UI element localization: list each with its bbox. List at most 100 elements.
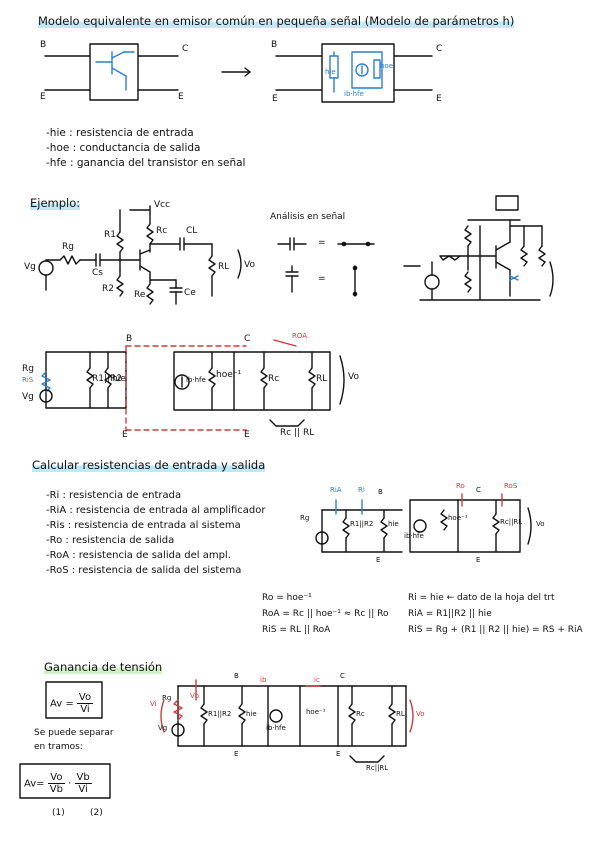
- c1-label-e1: E: [122, 430, 128, 440]
- formulas-left: Ro = hoe⁻¹ RoA = Rc || hoe⁻¹ ≈ Rc || Ro …: [262, 590, 388, 638]
- c2-label-b: B: [378, 488, 383, 496]
- c2-label-vo: Vo: [536, 520, 545, 528]
- c3-label-rc: Rc: [356, 710, 365, 718]
- page-title: Modelo equivalente en emisor común en pe…: [38, 14, 515, 28]
- resistance-item: -Ri : resistencia de entrada: [46, 490, 182, 501]
- analysis-equals-2: =: [318, 274, 326, 284]
- equivalent-circuit-3: [160, 679, 414, 763]
- label-rg: Rg: [62, 242, 74, 252]
- resistance-item: -RoS : resistencia de salida del sistema: [46, 565, 242, 576]
- tag-1: (1): [52, 808, 65, 818]
- c3-label-vo: Vo: [416, 710, 425, 718]
- label-vg: Vg: [24, 262, 36, 272]
- c3-label-c: C: [340, 672, 345, 680]
- signal-schematic: [403, 195, 554, 301]
- c1-label-rc: Rc: [268, 374, 280, 384]
- c3-label-hoe: hoe⁻¹: [306, 708, 326, 716]
- c2-label-rcrl: Rc||RL: [500, 518, 523, 526]
- c2-label-ria: RiA: [330, 486, 342, 494]
- label-rl: RL: [218, 262, 230, 272]
- signal-analysis-symbols: [277, 237, 375, 297]
- resistance-list: -Ri : resistencia de entrada -RiA : resi…: [46, 488, 265, 578]
- label-c-right: C: [436, 44, 443, 54]
- av-split-formula: Av= Vo Vb · Vb Vi: [24, 772, 92, 795]
- label-b-right: B: [271, 40, 278, 50]
- note-separate-1: Se puede separar: [34, 728, 114, 738]
- c3-label-e2: E: [336, 750, 341, 758]
- formula-ros: RiS = RL || RoA: [262, 625, 331, 635]
- c2-label-ros: RoS: [504, 482, 518, 490]
- label-vo: Vo: [244, 260, 255, 270]
- label-r1: R1: [104, 230, 116, 240]
- c1-label-hoe: hoe⁻¹: [216, 370, 242, 380]
- formula-ris: RiS = Rg + (R1 || R2 || hie) = RS + RiA: [408, 625, 583, 635]
- c3-label-vi: Vi: [150, 700, 157, 708]
- example-title: Ejemplo:: [30, 196, 81, 210]
- label-hie-small: hie: [325, 68, 336, 76]
- resistance-item: -RoA : resistencia de salida del ampl.: [46, 550, 231, 561]
- c2-label-e2: E: [476, 556, 481, 564]
- c2-label-ro: Ro: [456, 482, 465, 490]
- c2-label-hoe: hoe⁻¹: [448, 514, 468, 522]
- c1-label-ibhfe: ib·hfe: [186, 376, 206, 384]
- gain-formula-boxes: [19, 681, 111, 799]
- section2-title: Calcular resistencias de entrada y salid…: [32, 458, 266, 472]
- c2-label-hie: hie: [388, 520, 399, 528]
- equivalent-circuit-2: [315, 493, 532, 553]
- transistor-block-diagram: [44, 43, 179, 101]
- c2-label-ri: Ri: [358, 486, 365, 494]
- label-e-right-out: E: [436, 94, 442, 104]
- label-e-left-out: E: [178, 92, 184, 102]
- resistance-item: -Ro : resistencia de salida: [46, 535, 175, 546]
- c3-label-rg: Rg: [162, 694, 172, 702]
- c3-label-b: B: [234, 672, 239, 680]
- c1-label-c: C: [244, 334, 251, 344]
- c2-label-c: C: [476, 486, 481, 494]
- definition-hie: -hie : resistencia de entrada: [46, 127, 194, 139]
- label-vcc: Vcc: [154, 200, 171, 210]
- formula-roa: RoA = Rc || hoe⁻¹ ≈ Rc || Ro: [262, 609, 389, 619]
- example-amplifier-schematic: [38, 205, 242, 305]
- resistance-item: -RiA : resistencia de entrada al amplifi…: [46, 505, 266, 516]
- c1-label-rl: RL: [316, 374, 328, 384]
- c1-label-rg: Rg: [22, 364, 34, 374]
- c3-label-rcrl: Rc||RL: [366, 764, 389, 772]
- label-cs: Cs: [92, 268, 103, 278]
- c3-label-ib: ib: [260, 676, 267, 684]
- c2-label-ibhfe: ib·hfe: [404, 532, 424, 540]
- c2-label-r1r2: R1||R2: [350, 520, 374, 528]
- c3-label-hie: hie: [246, 710, 257, 718]
- av-formula: Av = Vo Vi: [50, 692, 94, 715]
- c3-label-vg: Vg: [158, 724, 168, 732]
- label-e-left: E: [40, 92, 46, 102]
- section3-title: Ganancia de tensión: [44, 660, 163, 674]
- definition-hfe: -hfe : ganancia del transistor en señal: [46, 157, 246, 169]
- c1-label-vg: Vg: [22, 392, 34, 402]
- formula-ri: Ri = hie ← dato de la hoja del trt: [408, 593, 555, 603]
- formula-ro: Ro = hoe⁻¹: [262, 593, 312, 603]
- c1-label-vo: Vo: [348, 372, 359, 382]
- c3-label-r1r2: R1||R2: [208, 710, 232, 718]
- c1-label-e2: E: [244, 430, 250, 440]
- c3-label-e1: E: [234, 750, 239, 758]
- label-re: Re: [134, 290, 146, 300]
- equivalence-arrow: [221, 67, 251, 77]
- label-cl: CL: [186, 226, 198, 236]
- label-c-left: C: [182, 44, 189, 54]
- label-ce: Ce: [184, 288, 196, 298]
- c1-label-rcrl: Rc || RL: [280, 428, 315, 438]
- h-parameter-block-diagram: [275, 43, 433, 103]
- tag-2: (2): [90, 808, 103, 818]
- analysis-title: Análisis en señal: [270, 212, 346, 222]
- c3-label-ibhfe: ib·hfe: [266, 724, 286, 732]
- equivalent-circuit-1: [39, 339, 345, 431]
- label-ibhfe-small: ib·hfe: [344, 90, 364, 98]
- formulas-right: Ri = hie ← dato de la hoja del trt RiA =…: [408, 590, 583, 638]
- c2-label-e1: E: [376, 556, 381, 564]
- label-e-right: E: [272, 94, 278, 104]
- c3-label-ic: ic: [314, 676, 320, 684]
- label-r2: R2: [102, 284, 114, 294]
- formula-ria: RiA = R1||R2 || hie: [408, 609, 492, 619]
